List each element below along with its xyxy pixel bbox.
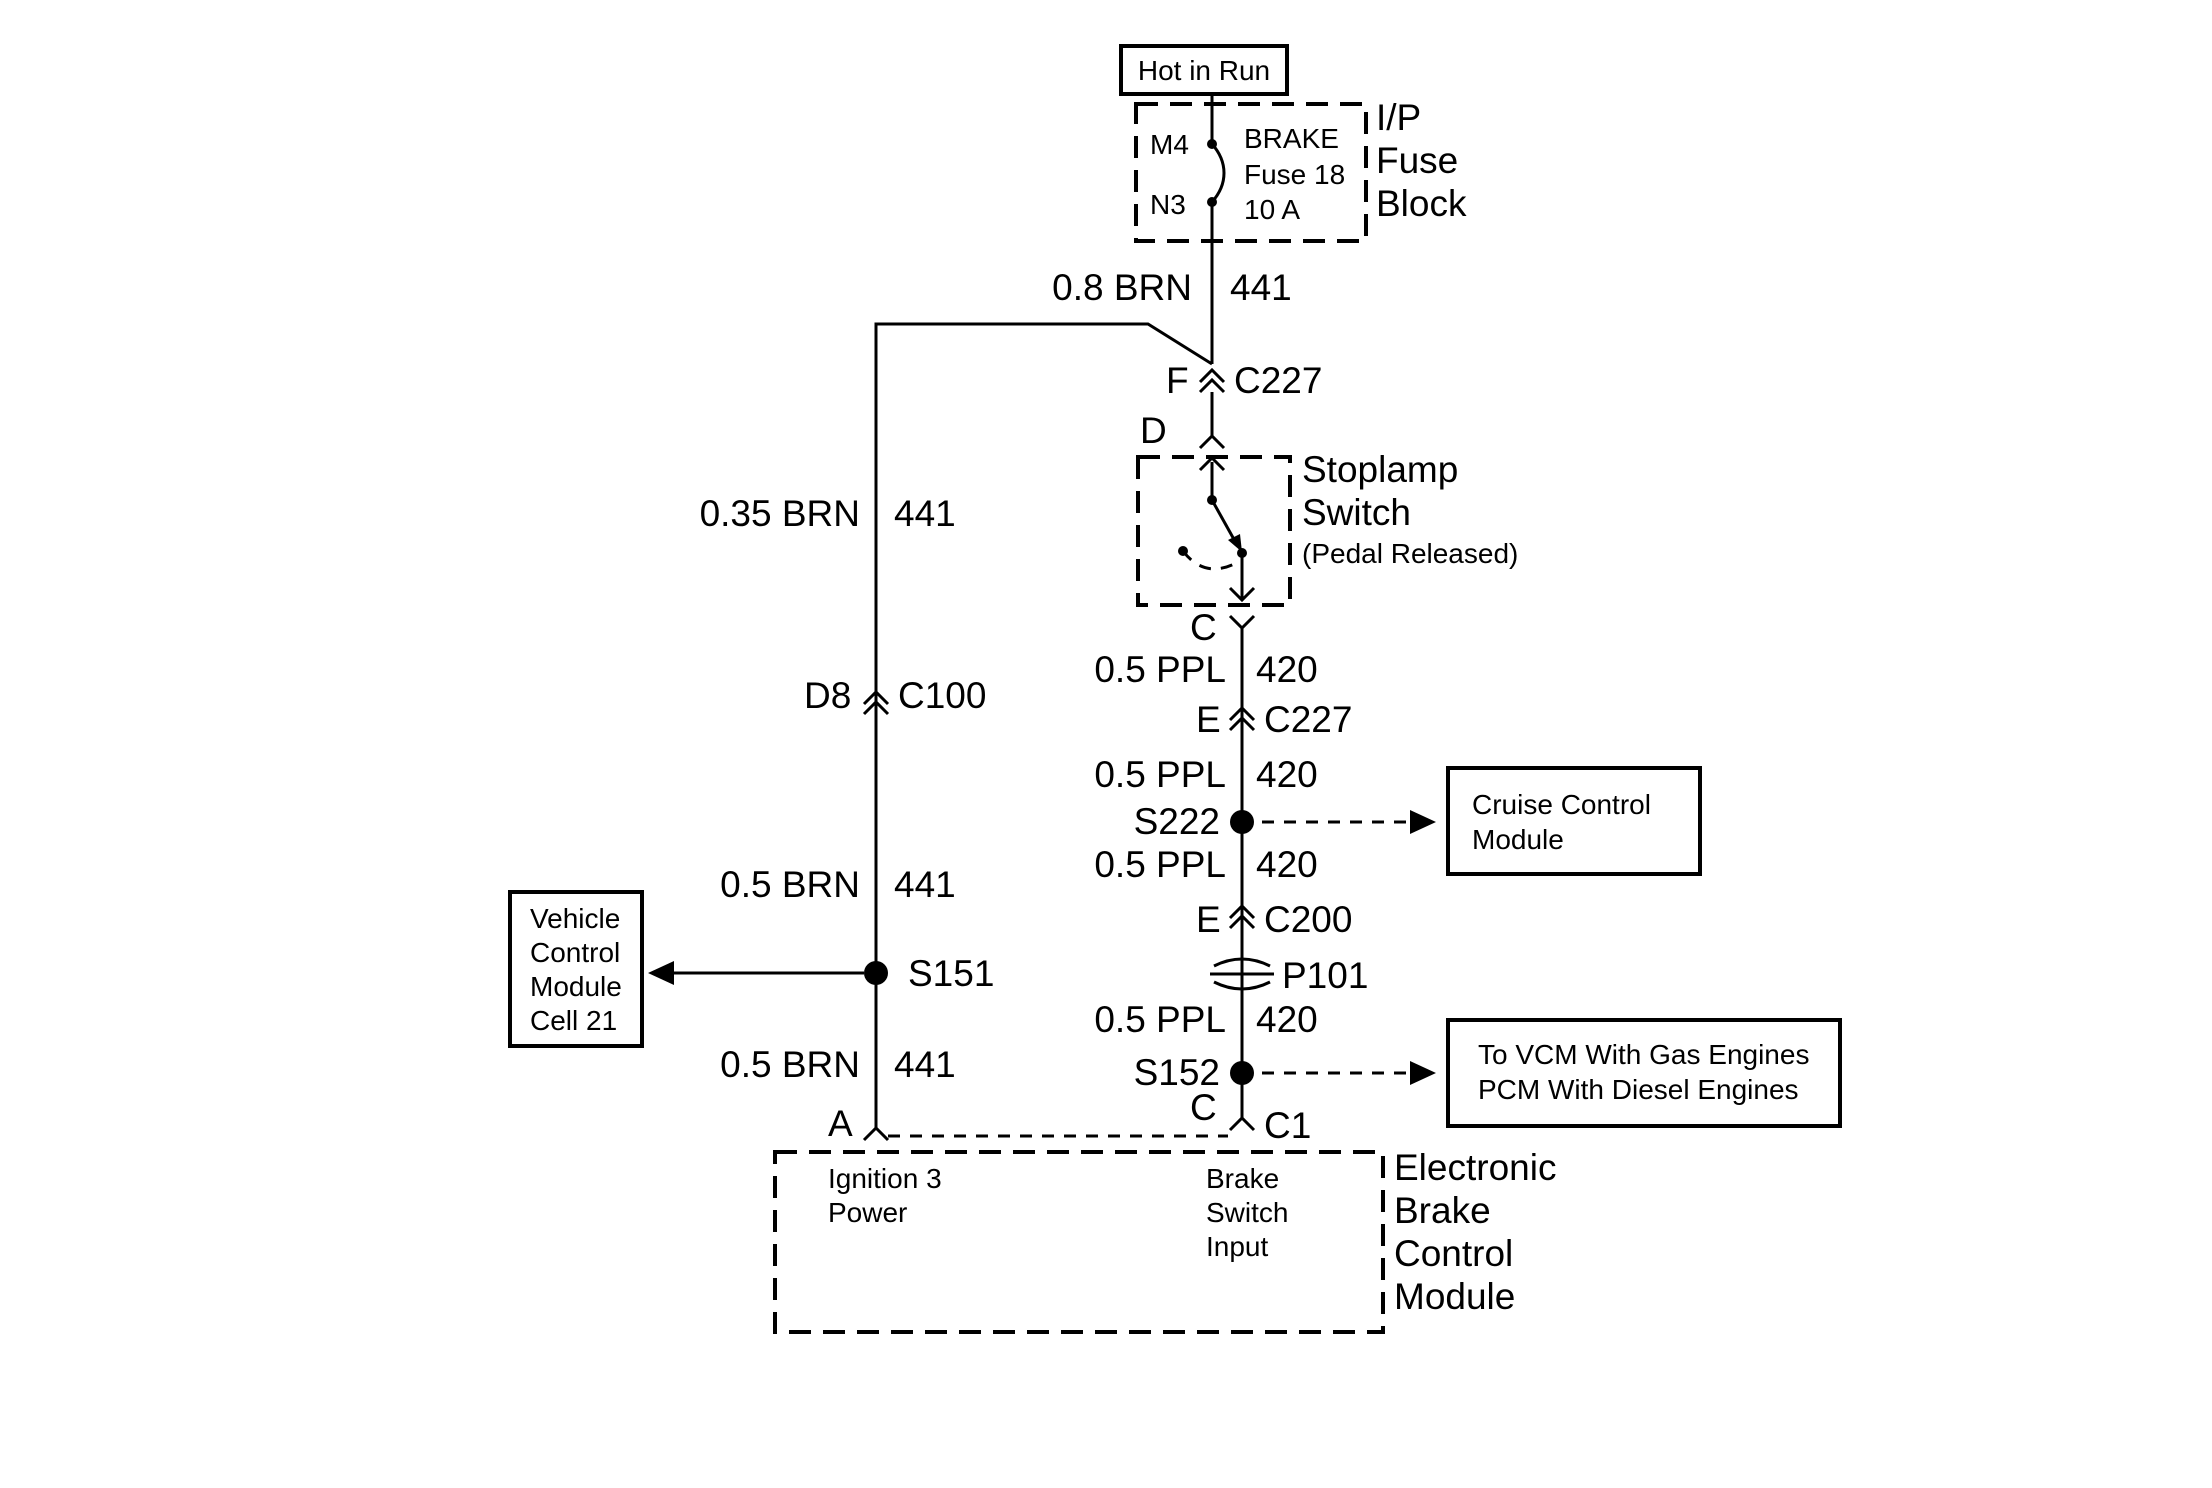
- c100-pin: D8: [804, 675, 851, 716]
- ebcm-title-2: Brake: [1394, 1190, 1491, 1231]
- wire-441-mid-gauge: 0.5 BRN: [720, 864, 860, 905]
- wire-420-4-gauge: 0.5 PPL: [1094, 999, 1226, 1040]
- wire-441-low-circuit: 441: [894, 1044, 956, 1085]
- vehicle-control-module-box: [508, 890, 644, 1048]
- ebcm-connector-c1: C1: [1264, 1105, 1311, 1146]
- ebcm-pin-a-icon: [862, 1125, 890, 1142]
- stoplamp-internal-arrow-icon: [1228, 586, 1256, 603]
- stoplamp-switch-outline: [1136, 455, 1292, 607]
- stoplamp-internal-terminal-icon: [1198, 455, 1226, 472]
- ebcm-pin-a: A: [828, 1103, 853, 1144]
- fuse-number: Fuse 18: [1244, 159, 1345, 190]
- wire-441-main-gauge: 0.8 BRN: [1052, 267, 1192, 308]
- c227-f-name: C227: [1234, 360, 1322, 401]
- stoplamp-switch-arm-icon: [1210, 499, 1238, 544]
- splice-s222: [1230, 810, 1254, 834]
- cruise-line-1: Cruise Control: [1472, 789, 1651, 820]
- c200-name: C200: [1264, 899, 1352, 940]
- fuse-pin-m4: M4: [1150, 129, 1189, 160]
- fuse-element-icon: [1210, 143, 1226, 203]
- wire-441-upper-circuit: 441: [894, 493, 956, 534]
- c227-e-name: C227: [1264, 699, 1352, 740]
- c227-f-connector-icon: [1198, 367, 1226, 394]
- wire-441-mid-circuit: 441: [894, 864, 956, 905]
- wire-441-upper-gauge: 0.35 BRN: [700, 493, 860, 534]
- ebcm-input-c-line-3: Input: [1206, 1231, 1268, 1262]
- wire-441-low-gauge: 0.5 BRN: [720, 1044, 860, 1085]
- ebcm-title-1: Electronic: [1394, 1147, 1556, 1188]
- c100-name: C100: [898, 675, 986, 716]
- stoplamp-title-2: Switch: [1302, 492, 1411, 533]
- wire-420-2-circuit: 420: [1256, 754, 1318, 795]
- vcm-line-3: Module: [530, 971, 622, 1002]
- wire-420-4-circuit: 420: [1256, 999, 1318, 1040]
- ebcm-input-a-line-1: Ignition 3: [828, 1163, 942, 1194]
- stoplamp-travel-arc: [1181, 550, 1239, 571]
- wire-420-1-gauge: 0.5 PPL: [1094, 649, 1226, 690]
- ip-fuse-block-outline: [1134, 102, 1368, 243]
- vcm-line-2: Control: [530, 937, 620, 968]
- stoplamp-arrow-icon: [1228, 534, 1242, 552]
- vcm-pcm-box: [1446, 1018, 1842, 1128]
- ebcm-pin-c: C: [1190, 1087, 1217, 1128]
- vcm-line-4: Cell 21: [530, 1005, 617, 1036]
- stoplamp-pin-c-icon: [1228, 614, 1256, 631]
- s152-arrow-icon: [1410, 1061, 1436, 1085]
- c200-connector-icon: [1228, 903, 1256, 930]
- fuse-block-title-3: Block: [1376, 183, 1467, 224]
- fuse-rating: 10 A: [1244, 194, 1300, 225]
- splice-s151-label: S151: [908, 953, 994, 994]
- ebcm-title-3: Control: [1394, 1233, 1513, 1274]
- wire-420-1-circuit: 420: [1256, 649, 1318, 690]
- stoplamp-pin-d-icon: [1198, 433, 1226, 450]
- p101-passthrough-icon: [1213, 957, 1271, 991]
- c200-pin: E: [1196, 899, 1221, 940]
- vcm-pcm-line-1: To VCM With Gas Engines: [1478, 1039, 1809, 1070]
- ebcm-pin-c-icon: [1228, 1115, 1256, 1132]
- ebcm-title-4: Module: [1394, 1276, 1515, 1317]
- ebcm-input-a-line-2: Power: [828, 1197, 907, 1228]
- hot-in-run-box: [1119, 44, 1289, 96]
- splice-s222-label: S222: [1134, 801, 1220, 842]
- splice-s152-label: S152: [1134, 1052, 1220, 1093]
- vcm-line-1: Vehicle: [530, 903, 620, 934]
- wire-420-2-gauge: 0.5 PPL: [1094, 754, 1226, 795]
- ebcm-input-c-line-1: Brake: [1206, 1163, 1279, 1194]
- c100-connector-icon: [862, 689, 890, 716]
- wire-441-main-circuit: 441: [1230, 267, 1292, 308]
- stoplamp-pin-d: D: [1140, 410, 1167, 451]
- cruise-line-2: Module: [1472, 824, 1564, 855]
- stoplamp-pin-c: C: [1190, 607, 1217, 648]
- stoplamp-state: (Pedal Released): [1302, 538, 1518, 569]
- p101-name: P101: [1282, 955, 1368, 996]
- splice-s151: [864, 961, 888, 985]
- ebcm-outline: [773, 1150, 1385, 1334]
- fuse-block-title-1: I/P: [1376, 97, 1421, 138]
- s222-arrow-icon: [1410, 810, 1436, 834]
- wire-441-left-branch: [874, 322, 1213, 1130]
- hot-in-run-label: Hot in Run: [1138, 55, 1270, 86]
- fuse-block-title-2: Fuse: [1376, 140, 1458, 181]
- splice-s152: [1230, 1061, 1254, 1085]
- vcm-pcm-line-2: PCM With Diesel Engines: [1478, 1074, 1799, 1105]
- c227-e-pin: E: [1196, 699, 1221, 740]
- cruise-control-module-box: [1446, 766, 1702, 876]
- fuse-name: BRAKE: [1244, 123, 1339, 154]
- stoplamp-title-1: Stoplamp: [1302, 449, 1458, 490]
- wire-420-3-gauge: 0.5 PPL: [1094, 844, 1226, 885]
- wire-420-3-circuit: 420: [1256, 844, 1318, 885]
- fuse-pin-n3: N3: [1150, 189, 1186, 220]
- c227-f-pin: F: [1166, 360, 1189, 401]
- s151-arrow-icon: [648, 961, 674, 985]
- ebcm-input-c-line-2: Switch: [1206, 1197, 1288, 1228]
- c227-e-connector-icon: [1228, 705, 1256, 732]
